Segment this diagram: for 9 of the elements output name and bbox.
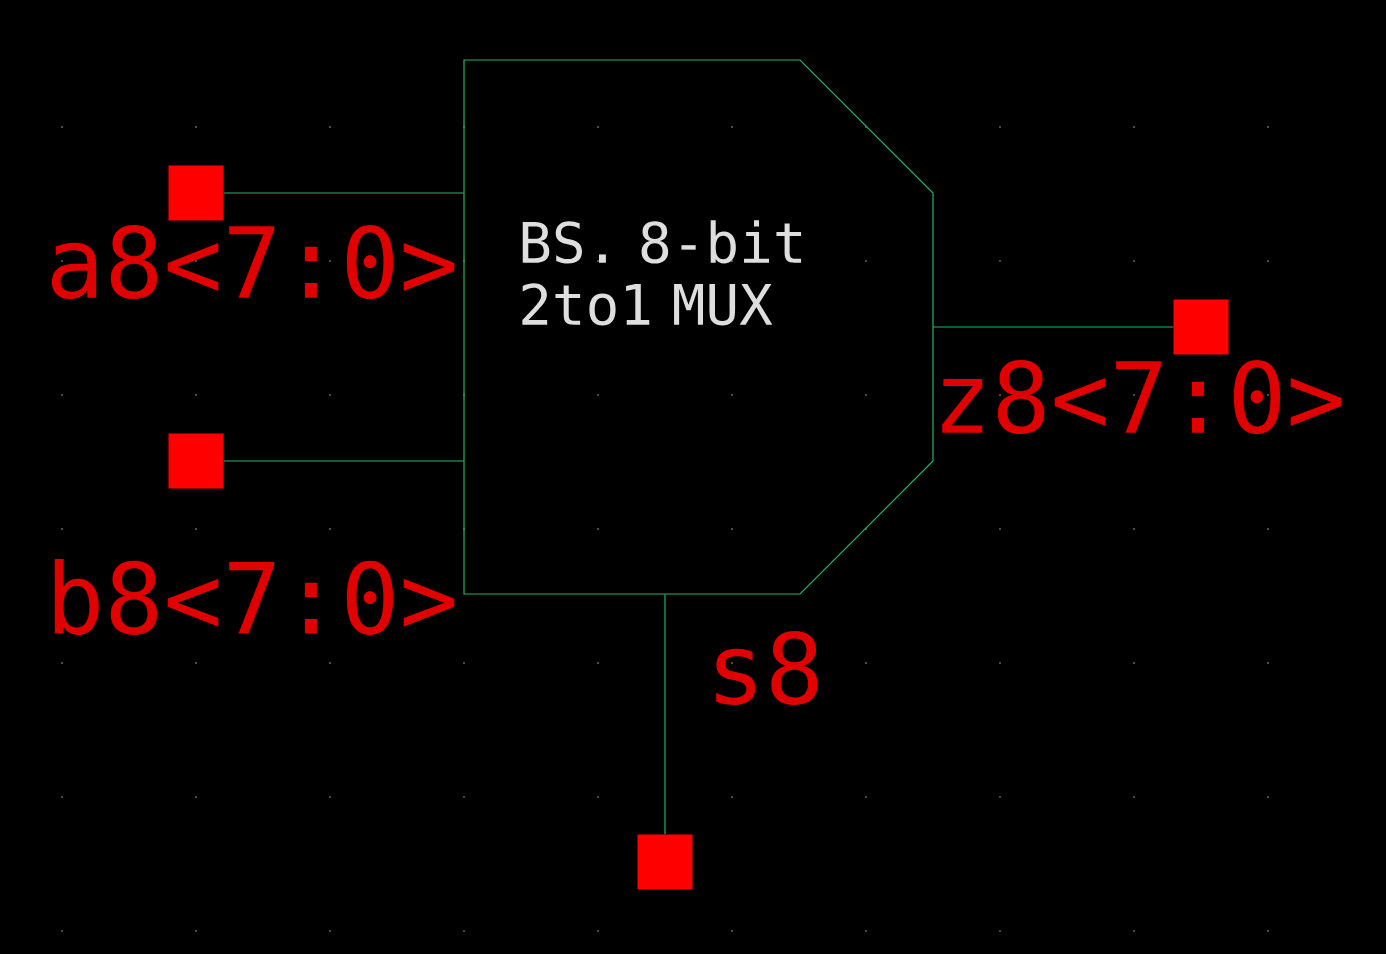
wire <box>223 192 465 194</box>
pin-label: b8<7:0> <box>54 559 455 635</box>
pin-label: s8 <box>716 630 818 706</box>
mux-block: BS. 8-bit 2to1 MUX <box>463 59 934 595</box>
wire <box>223 460 465 462</box>
pin-label: z8<7:0> <box>942 359 1342 435</box>
pin-label: a8<7:0> <box>51 224 455 300</box>
wire <box>664 593 666 835</box>
wire <box>932 326 1174 328</box>
